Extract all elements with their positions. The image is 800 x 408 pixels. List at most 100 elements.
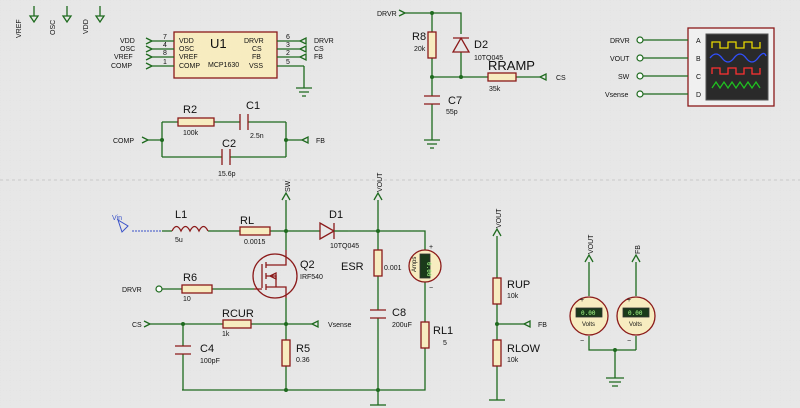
comp-network[interactable]: COMP FB R2 100k C1 2.5n C2 15.6p [113, 100, 325, 178]
scope-inputs[interactable]: DRVR VOUT SW Vsense A B C D [605, 36, 701, 99]
svg-text:VOUT: VOUT [610, 56, 630, 63]
sw-net-terminal[interactable]: SW [281, 180, 292, 201]
cs-terminal-power[interactable]: CS [132, 320, 151, 329]
svg-text:R8: R8 [412, 31, 426, 43]
svg-text:RCUR: RCUR [222, 308, 254, 320]
svg-text:C: C [696, 74, 701, 81]
u1-part: MCP1630 [208, 62, 239, 69]
rlow-resistor[interactable] [492, 339, 502, 367]
svg-text:C8: C8 [392, 307, 406, 319]
power-label-osc[interactable]: OSC [50, 6, 73, 35]
u1-left-terminals[interactable]: VDD OSC VREF COMP [111, 37, 153, 70]
rup-resistor[interactable] [492, 277, 502, 305]
svg-text:COMP: COMP [179, 63, 200, 70]
svg-text:7: 7 [163, 34, 167, 41]
u1-right-terminals[interactable]: DRVR CS FB [298, 36, 334, 62]
c8-capacitor[interactable] [370, 309, 386, 319]
svg-text:5: 5 [286, 59, 290, 66]
svg-text:55p: 55p [446, 109, 458, 116]
power-label-vref[interactable]: VREF [16, 6, 40, 38]
svg-text:IRF540: IRF540 [300, 274, 323, 281]
r2-resistor[interactable] [177, 117, 215, 127]
svg-text:D: D [696, 92, 701, 99]
svg-text:100pF: 100pF [200, 358, 220, 365]
vsense-terminal[interactable]: Vsense [310, 319, 351, 329]
svg-text:SW: SW [285, 180, 292, 192]
svg-text:CS: CS [132, 322, 142, 329]
svg-text:Amps: Amps [412, 257, 418, 272]
power-label-vdd[interactable]: VDD [83, 6, 106, 34]
feedback-divider[interactable]: VOUT RUP 10k FB RLOW 10k [489, 208, 547, 401]
voltmeter-fb[interactable]: 0.00 Volts + − [616, 296, 656, 345]
vout-net-terminal[interactable]: VOUT [373, 172, 384, 201]
svg-text:C7: C7 [448, 95, 462, 107]
rcur-resistor[interactable] [222, 319, 252, 329]
svg-text:−: − [429, 285, 433, 292]
svg-text:A: A [696, 38, 701, 45]
svg-text:Vsense: Vsense [605, 92, 628, 99]
u1-ref: U1 [210, 36, 227, 51]
scope-trace-b [709, 52, 767, 63]
scope-screen [705, 33, 769, 101]
svg-text:+: + [627, 297, 631, 304]
c1-capacitor[interactable] [239, 114, 249, 130]
svg-text:RLOW: RLOW [507, 343, 541, 355]
svg-text:2: 2 [286, 50, 290, 57]
r6-resistor[interactable] [181, 284, 213, 294]
vin-source[interactable]: Vin [112, 215, 162, 233]
ramp-network[interactable]: DRVR R8 20k D2 10TQ045 RRAMP 35k CS C7 5… [377, 9, 566, 149]
d1-diode[interactable] [319, 221, 348, 241]
esr-resistor[interactable] [373, 249, 383, 277]
c7-capacitor[interactable] [424, 95, 440, 105]
svg-text:DRVR: DRVR [314, 38, 334, 45]
u1-controller-chip[interactable]: U1 MCP1630 VDD OSC VREF COMP 7 4 8 1 DRV… [152, 31, 304, 79]
svg-text:10TQ045: 10TQ045 [330, 243, 359, 250]
svg-text:10k: 10k [507, 293, 519, 300]
svg-text:FB: FB [314, 54, 323, 61]
comp-net-label: COMP [113, 138, 134, 145]
svg-text:Q2: Q2 [300, 259, 315, 271]
svg-text:OSC: OSC [50, 20, 57, 35]
svg-text:0.0015: 0.0015 [244, 239, 266, 246]
c2-capacitor[interactable] [221, 149, 231, 165]
l1-inductor[interactable] [171, 225, 209, 233]
svg-text:−: − [580, 338, 584, 345]
fb-net-label: FB [316, 138, 325, 145]
svg-text:RL: RL [240, 215, 254, 227]
svg-text:4: 4 [163, 42, 167, 49]
svg-text:SW: SW [618, 74, 630, 81]
svg-text:B: B [696, 56, 701, 63]
drvr-terminal-power[interactable]: DRVR [122, 285, 163, 294]
rl-resistor[interactable] [239, 226, 271, 236]
svg-text:5u: 5u [175, 237, 183, 244]
scope-trace-a [711, 41, 761, 49]
u1-left-pins: VDD OSC VREF COMP 7 4 8 1 [152, 34, 200, 70]
r5-resistor[interactable] [281, 339, 291, 367]
ammeter[interactable]: 0.00 Amps + − [408, 244, 442, 292]
rl1-resistor[interactable] [420, 321, 430, 349]
svg-text:Volts: Volts [582, 322, 595, 328]
svg-text:VREF: VREF [114, 54, 133, 61]
voltmeter-vout[interactable]: 0.00 Volts + − [569, 296, 609, 345]
r8-resistor[interactable] [427, 31, 437, 59]
svg-text:R2: R2 [183, 104, 197, 116]
svg-text:C1: C1 [246, 100, 260, 112]
voltmeters[interactable]: VOUT FB 0.00 Volts + − 0.00 Volts + − [569, 234, 656, 387]
svg-text:+: + [580, 297, 584, 304]
svg-text:8: 8 [163, 50, 167, 57]
svg-text:D2: D2 [474, 39, 488, 51]
svg-text:DRVR: DRVR [610, 38, 630, 45]
c4-capacitor[interactable] [175, 345, 191, 355]
svg-text:Vin: Vin [112, 215, 122, 222]
svg-text:RL1: RL1 [433, 325, 453, 337]
svg-text:C2: C2 [222, 138, 236, 150]
svg-text:VOUT: VOUT [377, 172, 384, 192]
oscilloscope[interactable] [687, 27, 775, 107]
q2-mosfet[interactable] [252, 250, 298, 299]
rramp-resistor[interactable] [487, 72, 517, 82]
d2-diode[interactable] [451, 36, 471, 53]
svg-text:1: 1 [163, 59, 167, 66]
